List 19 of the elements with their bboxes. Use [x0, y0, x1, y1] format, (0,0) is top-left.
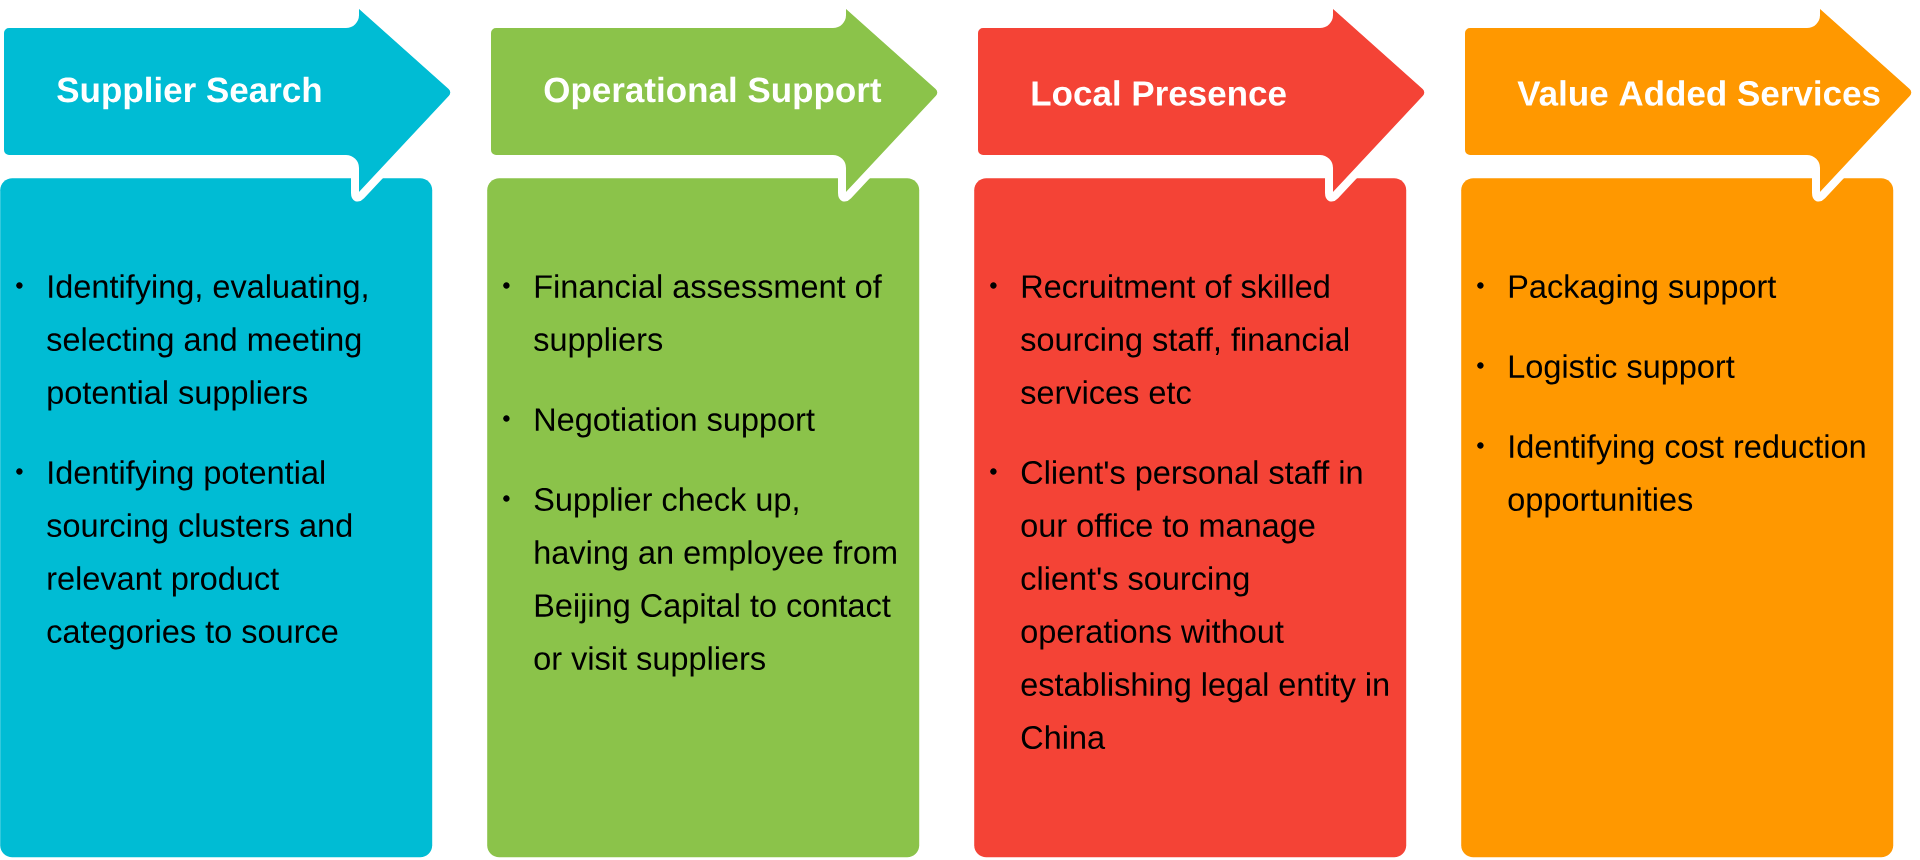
- arrow-banner: Value Added Services: [1457, 0, 1920, 202]
- list-item: Logistic support: [1509, 354, 1735, 385]
- column-panel: [487, 178, 920, 858]
- arrow-banner: Local Presence: [970, 0, 1433, 202]
- arrow-banner: Supplier Search: [0, 0, 459, 202]
- arrow-banner: Operational Support: [483, 0, 946, 202]
- column-panel: [1461, 178, 1894, 858]
- list-item: Identifying cost reduction opportunities: [1508, 434, 1865, 518]
- column-panel: [0, 178, 433, 858]
- list-item: Supplier check up, having an employee from Beijing Capital to contact or visit suppliers: [534, 487, 896, 677]
- list-item: Financial assessment of suppliers: [534, 274, 882, 358]
- list-item: Client's personal staff in our office to manage client's sourcing operations without establishing legal entity in China: [1021, 460, 1388, 750]
- column-panel: [974, 178, 1407, 858]
- node-label: Value Added Services: [1517, 80, 1880, 106]
- list-item: Negotiation support: [535, 407, 815, 438]
- list-item: Identifying potential sourcing clusters and relevant product categories to source: [47, 460, 352, 650]
- list-item: Recruitment of skilled sourcing staff, financial services etc: [1021, 274, 1348, 405]
- list-item: Packaging support: [1509, 274, 1777, 305]
- list-item: Identifying, evaluating, selecting and meeting potential suppliers: [47, 274, 367, 411]
